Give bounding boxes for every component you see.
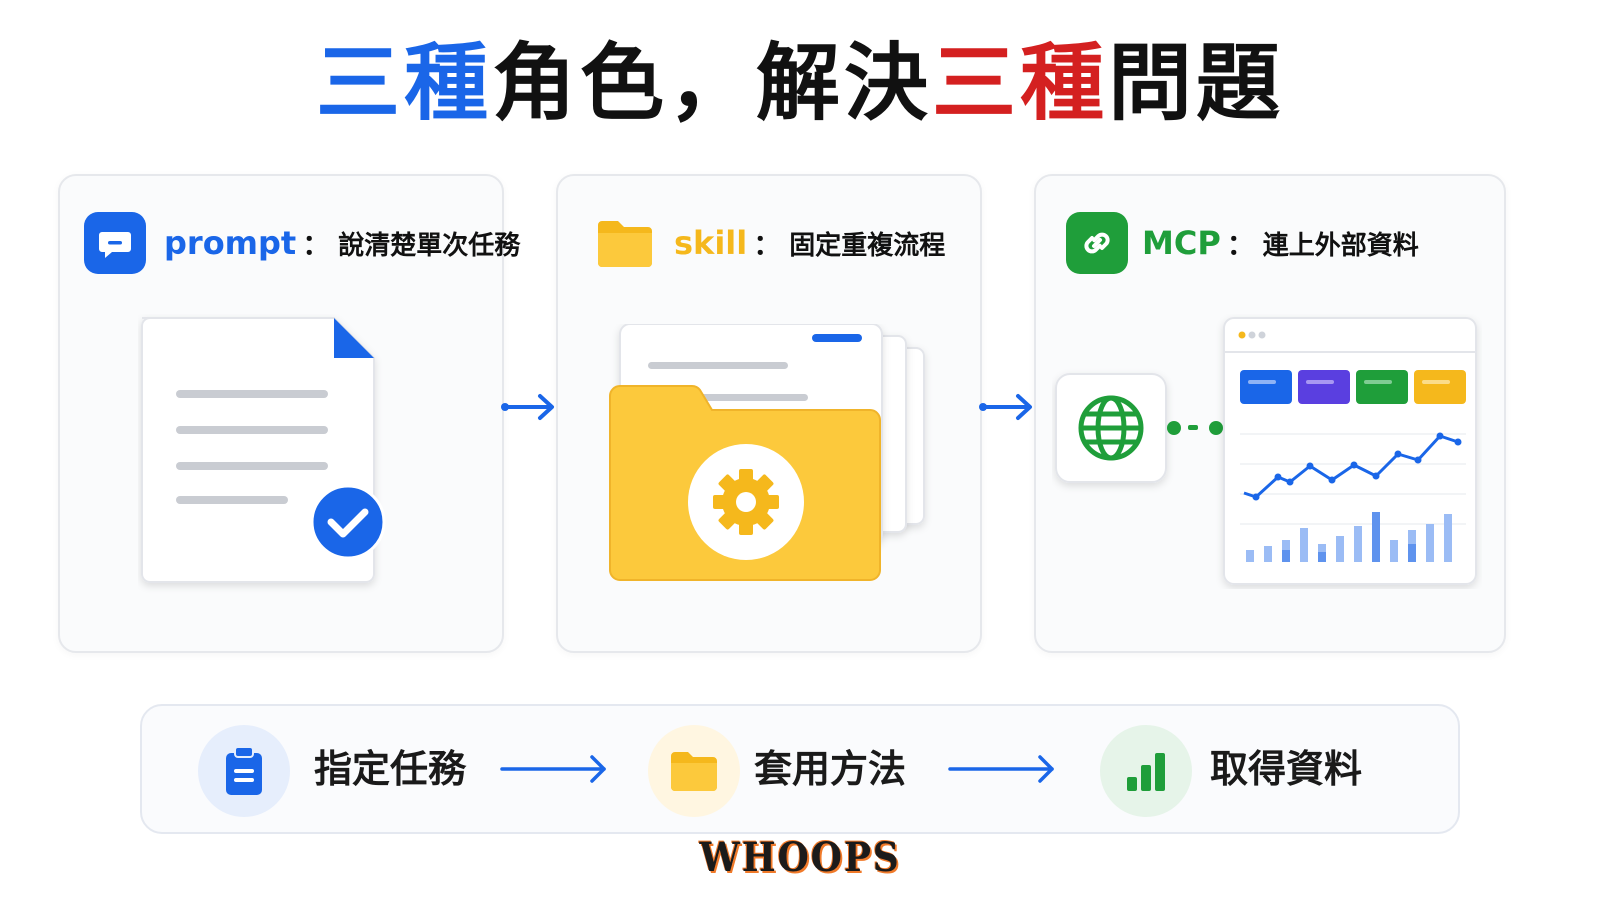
- title-part-2: 角色，解決: [491, 34, 932, 132]
- step-label-apply-method: 套用方法: [754, 747, 907, 791]
- title-part-4: 問題: [1108, 34, 1285, 132]
- whoops-logo: WHOOPS: [699, 834, 901, 881]
- check-circle-icon: [310, 484, 386, 560]
- chat-bubble-icon: [84, 212, 146, 274]
- skill-card-header: skill ： 固定重複流程: [594, 212, 945, 274]
- mcp-keyword: MCP: [1142, 224, 1221, 262]
- page-title: 三種角色，解決三種問題: [0, 28, 1600, 138]
- arrow-right-icon: [979, 394, 1032, 420]
- mcp-card: MCP ： 連上外部資料: [1034, 174, 1506, 653]
- skill-colon: ：: [753, 228, 782, 261]
- step-label-assign-task: 指定任務: [314, 747, 467, 791]
- bar-chart-icon: [1100, 725, 1192, 817]
- folder-icon: [594, 212, 656, 274]
- title-part-3: 三種: [932, 34, 1109, 132]
- title-part-1: 三種: [315, 34, 492, 132]
- skill-keyword: skill: [674, 224, 748, 262]
- mcp-card-header: MCP ： 連上外部資料: [1066, 212, 1419, 274]
- mcp-description: 連上外部資料: [1262, 230, 1419, 261]
- prompt-description: 說清楚單次任務: [338, 230, 521, 261]
- prompt-card-header: prompt ： 說清楚單次任務: [84, 212, 520, 274]
- link-icon: [1066, 212, 1128, 274]
- globe-icon: [1078, 395, 1144, 461]
- step-label-get-data: 取得資料: [1210, 747, 1363, 791]
- mcp-colon: ：: [1226, 228, 1255, 261]
- workflow-bar: 指定任務 套用方法 取得資料: [140, 704, 1460, 834]
- clipboard-icon: [198, 725, 290, 817]
- skill-card: skill ： 固定重複流程: [556, 174, 982, 653]
- folder-gear-illustration: [609, 324, 925, 581]
- prompt-keyword: prompt: [164, 224, 297, 262]
- prompt-colon: ：: [302, 228, 331, 261]
- document-check-illustration: [141, 317, 386, 583]
- prompt-card: prompt ： 說清楚單次任務: [58, 174, 520, 653]
- gear-icon: [713, 469, 779, 535]
- arrow-right-icon: [500, 755, 606, 783]
- skill-description: 固定重複流程: [789, 230, 946, 261]
- arrow-right-icon: [948, 755, 1054, 783]
- arrow-right-icon: [501, 394, 554, 420]
- folder-icon: [648, 725, 740, 817]
- globe-dashboard-illustration: [1055, 317, 1477, 585]
